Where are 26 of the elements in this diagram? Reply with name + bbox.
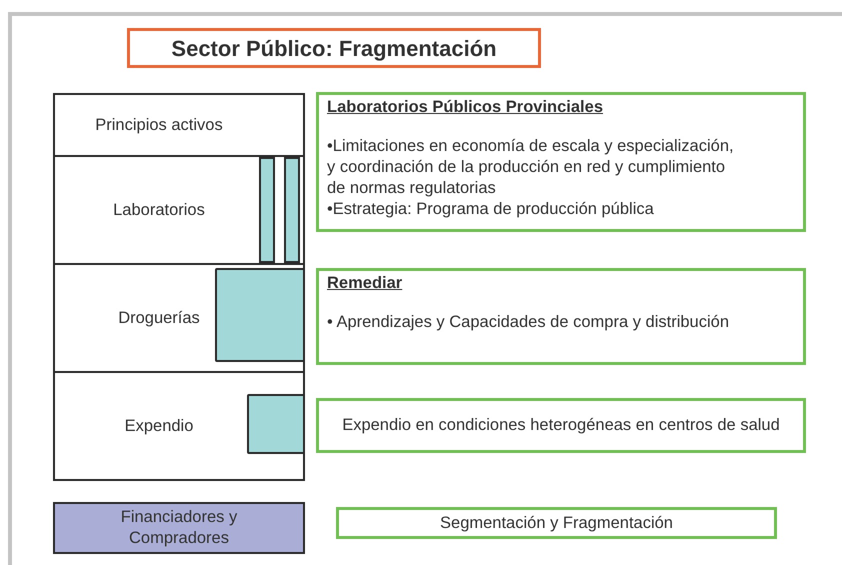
box-text: Segmentación y Fragmentación <box>440 512 673 534</box>
box-text: Principios activos <box>94 114 224 136</box>
box-text: •Estrategia: Programa de producción pública <box>327 199 655 220</box>
box-heading: Remediar <box>327 273 404 294</box>
share-block <box>215 268 305 362</box>
category-box <box>53 263 305 373</box>
box-heading: Laboratorios Públicos Provinciales <box>327 97 604 118</box>
description-box <box>336 507 777 539</box>
description-box <box>316 268 806 365</box>
category-box <box>53 371 305 481</box>
box-text: • Aprendizajes y Capacidades de compra y distribución <box>327 312 730 333</box>
title: Sector Público: Fragmentación <box>127 28 541 68</box>
box-text: Droguerías <box>117 308 201 328</box>
box-text: Expendio en condiciones heterogéneas en centros de salud <box>342 415 780 436</box>
description-box <box>316 92 806 232</box>
description-box <box>316 398 806 453</box>
box-text: Expendio <box>124 416 194 436</box>
share-block <box>247 394 305 454</box>
box-text: Laboratorios <box>112 200 206 220</box>
box-text: Financiadores y Compradores <box>120 507 238 549</box>
category-box <box>53 502 305 554</box>
category-box <box>53 155 305 265</box>
share-block <box>259 157 275 263</box>
category-box <box>53 93 305 157</box>
box-text: •Limitaciones en economía de escala y especialización, y coordinación de la producción en red y cumplimiento de normas regulatorias <box>327 136 735 199</box>
share-block <box>284 157 300 263</box>
